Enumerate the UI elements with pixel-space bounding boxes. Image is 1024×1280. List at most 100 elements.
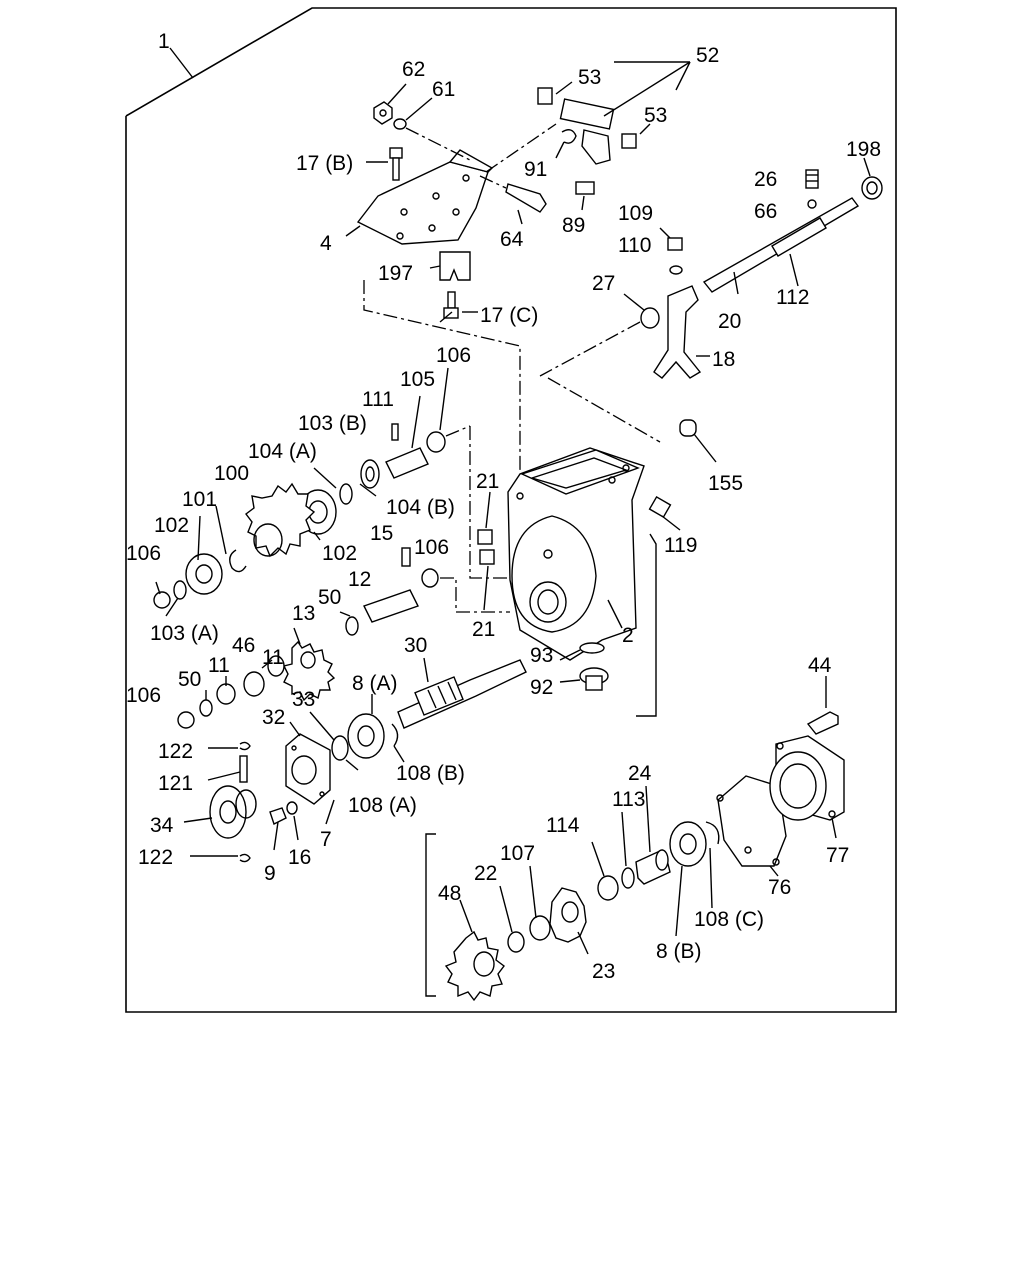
label-100: 100: [214, 462, 249, 485]
top-cover-plate: [345, 149, 494, 245]
nut-62: [373, 83, 407, 125]
bearing-8b: [669, 821, 707, 867]
label-102-left: 102: [154, 514, 189, 537]
bushing-106-left: [153, 591, 171, 609]
label-24: 24: [628, 762, 652, 785]
label-76: 76: [768, 876, 791, 899]
label-21-bottom: 21: [472, 618, 495, 641]
label-155: 155: [708, 472, 743, 495]
label-106-bottom: 106: [126, 684, 161, 707]
label-101: 101: [182, 488, 217, 511]
oring-93: [579, 642, 605, 654]
label-11-left: 11: [208, 654, 230, 677]
gearbox-case: [507, 447, 645, 661]
label-104b: 104 (B): [386, 496, 455, 519]
label-18: 18: [712, 348, 735, 371]
clip-122-bottom: [190, 853, 251, 863]
washer-104a: [339, 483, 353, 505]
spring-119: [648, 495, 681, 531]
label-108c: 108 (C): [694, 908, 764, 931]
label-62: 62: [402, 58, 425, 81]
bearing-11-left: [216, 683, 236, 705]
label-106-top: 106: [436, 344, 471, 367]
label-108b: 108 (B): [396, 762, 465, 785]
label-103a: 103 (A): [150, 622, 219, 645]
label-119: 119: [664, 534, 697, 557]
label-53-right: 53: [644, 104, 667, 127]
label-8a: 8 (A): [352, 672, 398, 695]
label-107: 107: [500, 842, 535, 865]
spring-26: [805, 169, 819, 189]
label-11-right: 11: [262, 646, 284, 669]
washer-110: [669, 265, 683, 275]
pin-53-left: [537, 81, 573, 105]
bearing-8a: [347, 713, 385, 759]
pin-15: [401, 547, 411, 567]
label-106-mid: 106: [414, 536, 449, 559]
label-108a: 108 (A): [348, 794, 417, 817]
pin-53-right: [621, 123, 651, 149]
bolt-44: [806, 676, 839, 735]
sleeve-24: [635, 849, 671, 885]
drain-plug-92: [579, 667, 609, 691]
label-53-top: 53: [578, 66, 601, 89]
label-104a: 104 (A): [248, 440, 317, 463]
label-105: 105: [400, 368, 435, 391]
part-labels: 1 62 61 17 (B) 4 197 17 (C) 53 52 53 91 …: [126, 30, 881, 983]
label-122-bottom: 122: [138, 846, 173, 869]
label-112: 112: [776, 286, 809, 309]
pin-121: [239, 755, 248, 783]
bearing-107: [529, 915, 551, 941]
label-121: 121: [158, 772, 193, 795]
label-34: 34: [150, 814, 174, 837]
label-27: 27: [592, 272, 615, 295]
washer-22: [507, 931, 525, 953]
snap-ring-108c: [705, 821, 720, 845]
label-110: 110: [618, 234, 651, 257]
bracket-197: [429, 251, 471, 281]
spacer-46: [243, 671, 265, 697]
label-93: 93: [530, 644, 553, 667]
bushing-106-top: [426, 431, 446, 453]
washer-103a: [173, 580, 187, 600]
label-61: 61: [432, 78, 455, 101]
gasket-76: [716, 775, 787, 867]
label-102-right: 102: [322, 542, 357, 565]
washer-16: [286, 801, 298, 815]
washer-50-top: [345, 616, 359, 636]
bearing-103b: [360, 459, 380, 489]
shift-fork-18: [653, 285, 710, 379]
clip-91: [555, 129, 577, 159]
label-52: 52: [696, 44, 719, 67]
label-17c: 17 (C): [480, 304, 538, 327]
label-16: 16: [288, 846, 311, 869]
bearing-11-right: [267, 655, 285, 677]
pin-64: [479, 175, 547, 225]
gear-23: [549, 887, 587, 943]
label-103b: 103 (B): [298, 412, 367, 435]
ring-113: [621, 867, 635, 889]
label-50-top: 50: [318, 586, 341, 609]
label-48: 48: [438, 882, 461, 905]
bolt-17b: [366, 147, 403, 181]
label-7: 7: [320, 828, 332, 851]
label-197: 197: [378, 262, 413, 285]
bolt-9: [269, 807, 287, 851]
label-64: 64: [500, 228, 524, 251]
label-114: 114: [546, 814, 580, 837]
bushing-106-bottom: [177, 711, 195, 729]
label-9: 9: [264, 862, 276, 885]
shift-arm-52: [559, 61, 691, 165]
bushing-106-mid: [421, 568, 510, 613]
label-77: 77: [826, 844, 849, 867]
bushing-198: [861, 157, 883, 200]
ball-66: [807, 199, 817, 209]
label-113: 113: [612, 788, 645, 811]
label-26: 26: [754, 168, 777, 191]
label-32: 32: [262, 706, 285, 729]
label-2: 2: [622, 624, 634, 647]
label-122-top: 122: [158, 740, 193, 763]
label-91: 91: [524, 158, 547, 181]
label-21-top: 21: [476, 470, 499, 493]
